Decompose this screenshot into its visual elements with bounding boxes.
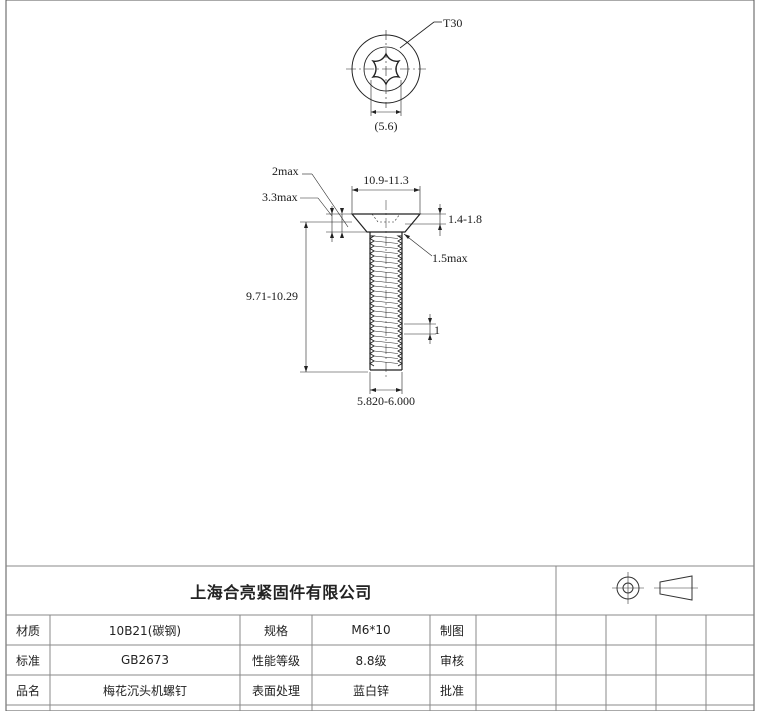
sheet-border — [5, 0, 755, 711]
standard-label: 标准 — [16, 653, 41, 668]
drive-dimension-label: (5.6) — [375, 119, 398, 133]
first-angle-projection-icon — [612, 572, 698, 604]
surface-treatment-value: 蓝白锌 — [352, 683, 389, 698]
product-name-value: 梅花沉头机螺钉 — [102, 683, 187, 698]
length-label: 9.71-10.29 — [246, 289, 298, 303]
drive-size-label: T30 — [443, 16, 462, 30]
thread-pitch-label: 1 — [434, 323, 440, 337]
fillet-max-label: 1.5max — [432, 251, 468, 265]
head-diameter-label: 10.9-11.3 — [363, 173, 409, 187]
material-value: 10B21(碳钢) — [108, 623, 182, 638]
head-thickness-label: 1.4-1.8 — [448, 212, 482, 226]
drafted-by-label: 制图 — [440, 623, 465, 638]
head-edge-max-label: 2max — [272, 164, 299, 178]
title-block: 上海合亮紧固件有限公司 材质 10B21(碳钢) 规格 M6*10 制图 标准 … — [6, 566, 754, 711]
reviewed-by-label: 审核 — [440, 653, 465, 668]
grade-label: 性能等级 — [251, 653, 300, 668]
surface-treatment-label: 表面处理 — [251, 683, 300, 698]
company-name: 上海合亮紧固件有限公司 — [190, 582, 372, 602]
head-top-view — [346, 21, 442, 116]
approved-by-label: 批准 — [440, 683, 465, 698]
grade-value: 8.8级 — [355, 653, 387, 668]
material-label: 材质 — [16, 623, 41, 638]
head-height-max-label: 3.3max — [262, 190, 298, 204]
spec-label: 规格 — [263, 623, 288, 638]
product-name-label: 品名 — [16, 683, 41, 698]
screw-side-view — [300, 173, 446, 394]
spec-value: M6*10 — [351, 623, 391, 637]
thread-diameter-label: 5.820-6.000 — [357, 394, 415, 408]
title-block-grid — [6, 565, 754, 711]
standard-value: GB2673 — [120, 653, 170, 667]
